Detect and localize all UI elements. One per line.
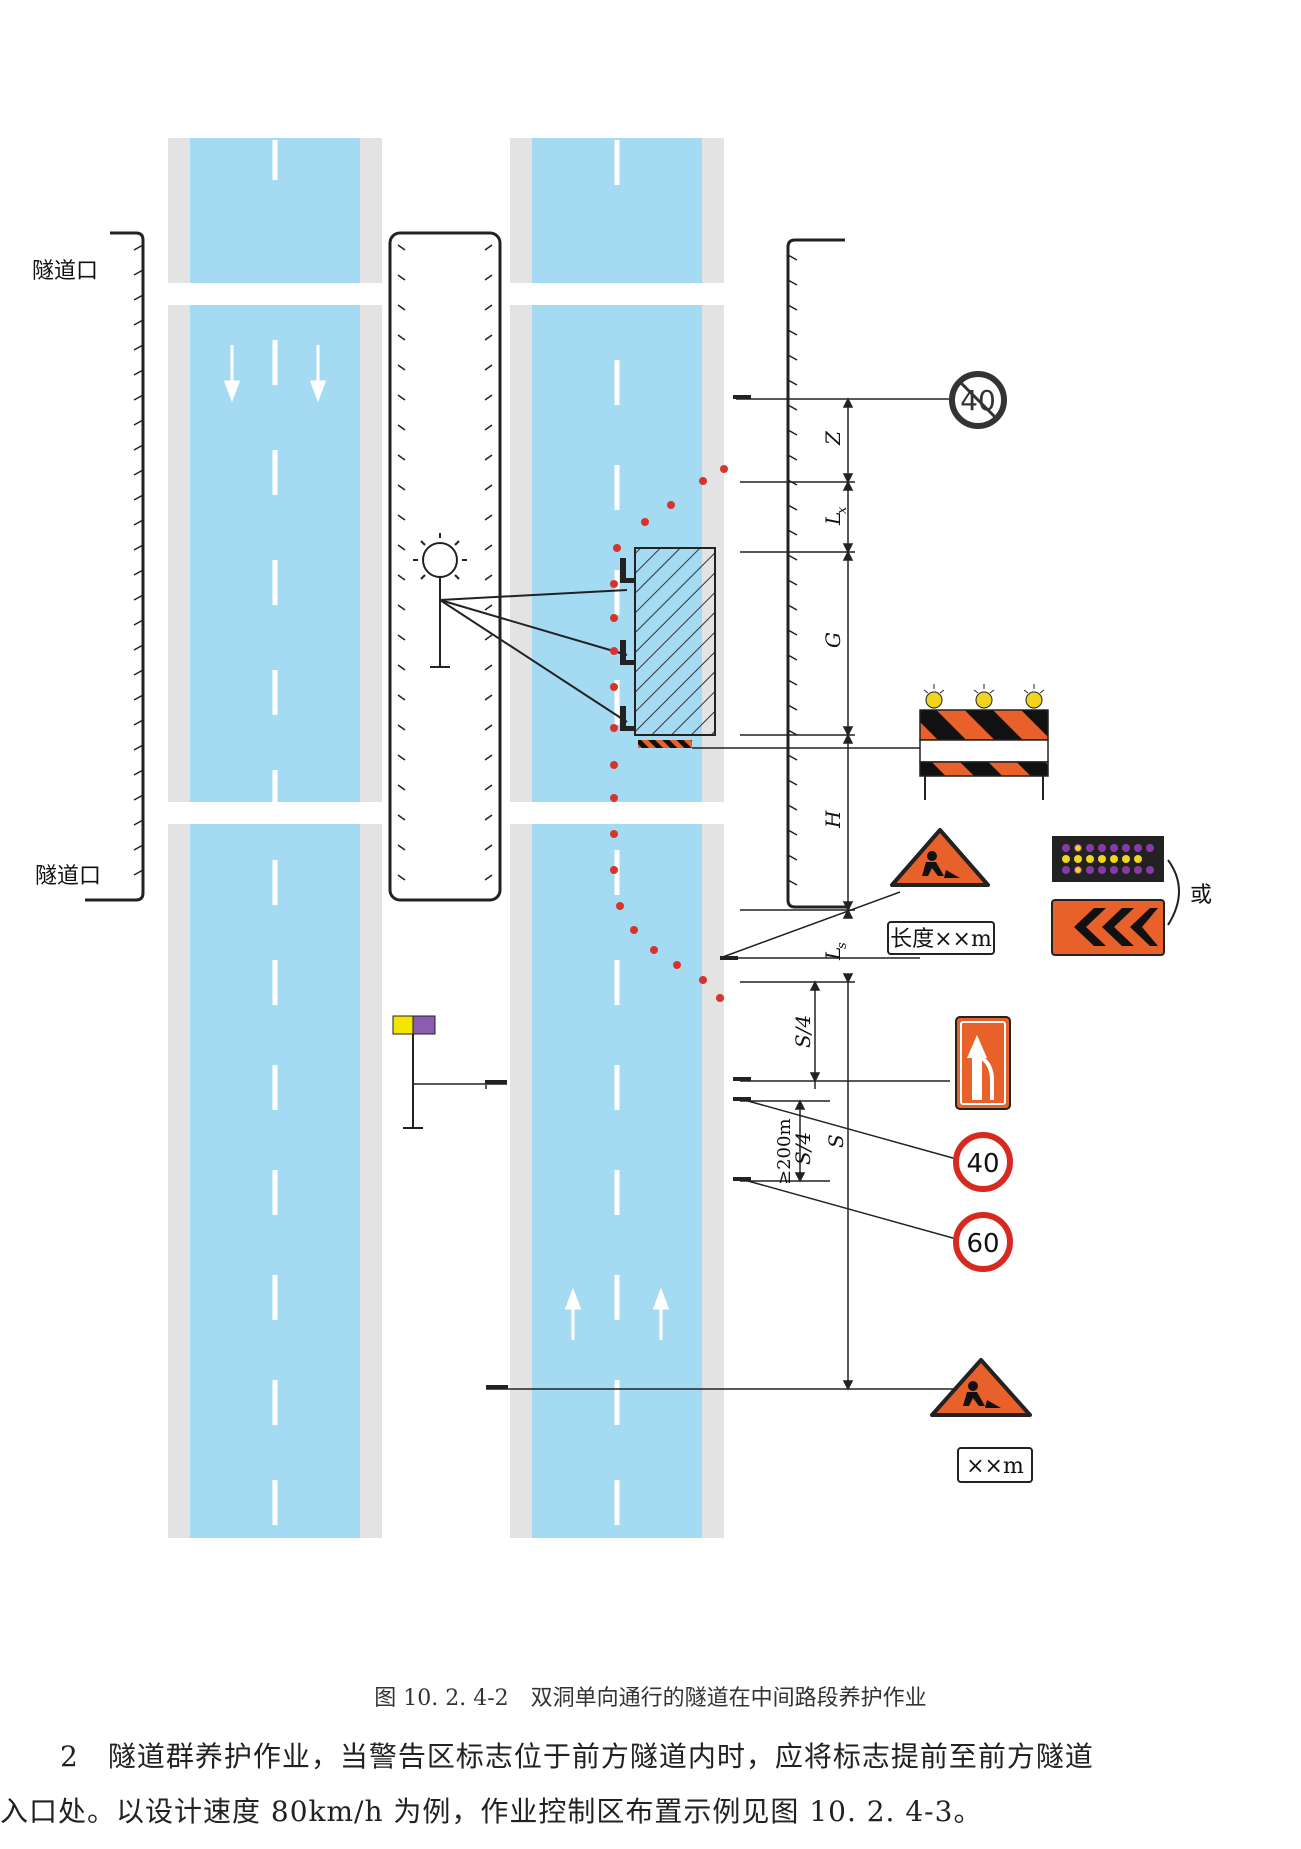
tunnel-work-zone-diagram: 隧道口 隧道口	[32, 138, 1212, 1538]
speed-limit-60-sign: 60	[953, 1212, 1013, 1272]
svg-text:60: 60	[966, 1229, 999, 1259]
traffic-cones	[610, 465, 728, 1002]
svg-text:××m: ××m	[966, 1454, 1024, 1479]
dim-h: H	[821, 810, 845, 829]
option-bracket	[1167, 859, 1180, 926]
dim-z: Z	[821, 430, 845, 446]
left-carriageway	[168, 138, 382, 1538]
dim-s4-lower: S/4	[791, 1132, 815, 1165]
work-area	[634, 547, 716, 736]
svg-text:L: L	[821, 947, 845, 961]
paragraph-line-1: 2 隧道群养护作业，当警告区标志位于前方隧道内时，应将标志提前至前方隧道	[60, 1740, 1094, 1773]
figure-caption: 图 10. 2. 4-2 双洞单向通行的隧道在中间路段养护作业	[374, 1686, 927, 1711]
road-work-warning-sign-lower: ××m	[930, 1358, 1033, 1483]
worker-icon	[963, 1381, 1001, 1408]
svg-text:40: 40	[966, 1149, 999, 1179]
end-speed-limit-sign: 40	[949, 371, 1007, 429]
tunnel-portal-label-top: 隧道口	[32, 259, 98, 284]
barrier-small	[638, 740, 692, 748]
dim-ls: L s	[821, 942, 850, 961]
speed-limit-40-sign: 40	[953, 1132, 1013, 1192]
svg-text:L: L	[821, 512, 845, 526]
dim-g: G	[821, 632, 845, 648]
sign-post-markers	[485, 395, 751, 1389]
arrow-light-board	[1052, 836, 1164, 882]
variable-message-sign	[392, 1015, 436, 1129]
road-barrier-icon	[919, 684, 1049, 800]
dim-lx: L x	[821, 506, 850, 526]
right-carriageway	[510, 138, 724, 1538]
lane-merge-sign	[955, 1016, 1011, 1110]
svg-text:x: x	[835, 506, 850, 514]
worker-icon	[922, 851, 960, 878]
or-label: 或	[1190, 883, 1212, 908]
road-work-warning-sign-upper: 长度××m	[887, 828, 995, 955]
downward-arrow-icon	[223, 345, 327, 403]
svg-text:s: s	[835, 942, 850, 949]
paragraph-line-2: 入口处。以设计速度 80km/h 为例，作业控制区布置示例见图 10. 2. 4…	[0, 1795, 983, 1828]
tunnel-portal-label-bottom: 隧道口	[35, 864, 101, 889]
middle-tunnel-pillar	[388, 231, 502, 902]
chevron-sign	[1051, 899, 1165, 956]
extension-lines	[413, 398, 961, 1390]
lamp-icon	[413, 533, 628, 723]
right-tunnel-wall	[786, 238, 850, 909]
dimension-lines	[794, 397, 854, 1391]
dim-s4-upper: S/4	[791, 1015, 815, 1048]
upward-arrow-icon	[564, 1287, 670, 1340]
barrier-light-marker	[620, 558, 634, 731]
dim-s: S	[824, 1134, 848, 1148]
left-tunnel-wall	[85, 231, 145, 902]
svg-text:长度××m: 长度××m	[890, 927, 992, 952]
dim-ge200: ≥200m	[774, 1118, 795, 1185]
